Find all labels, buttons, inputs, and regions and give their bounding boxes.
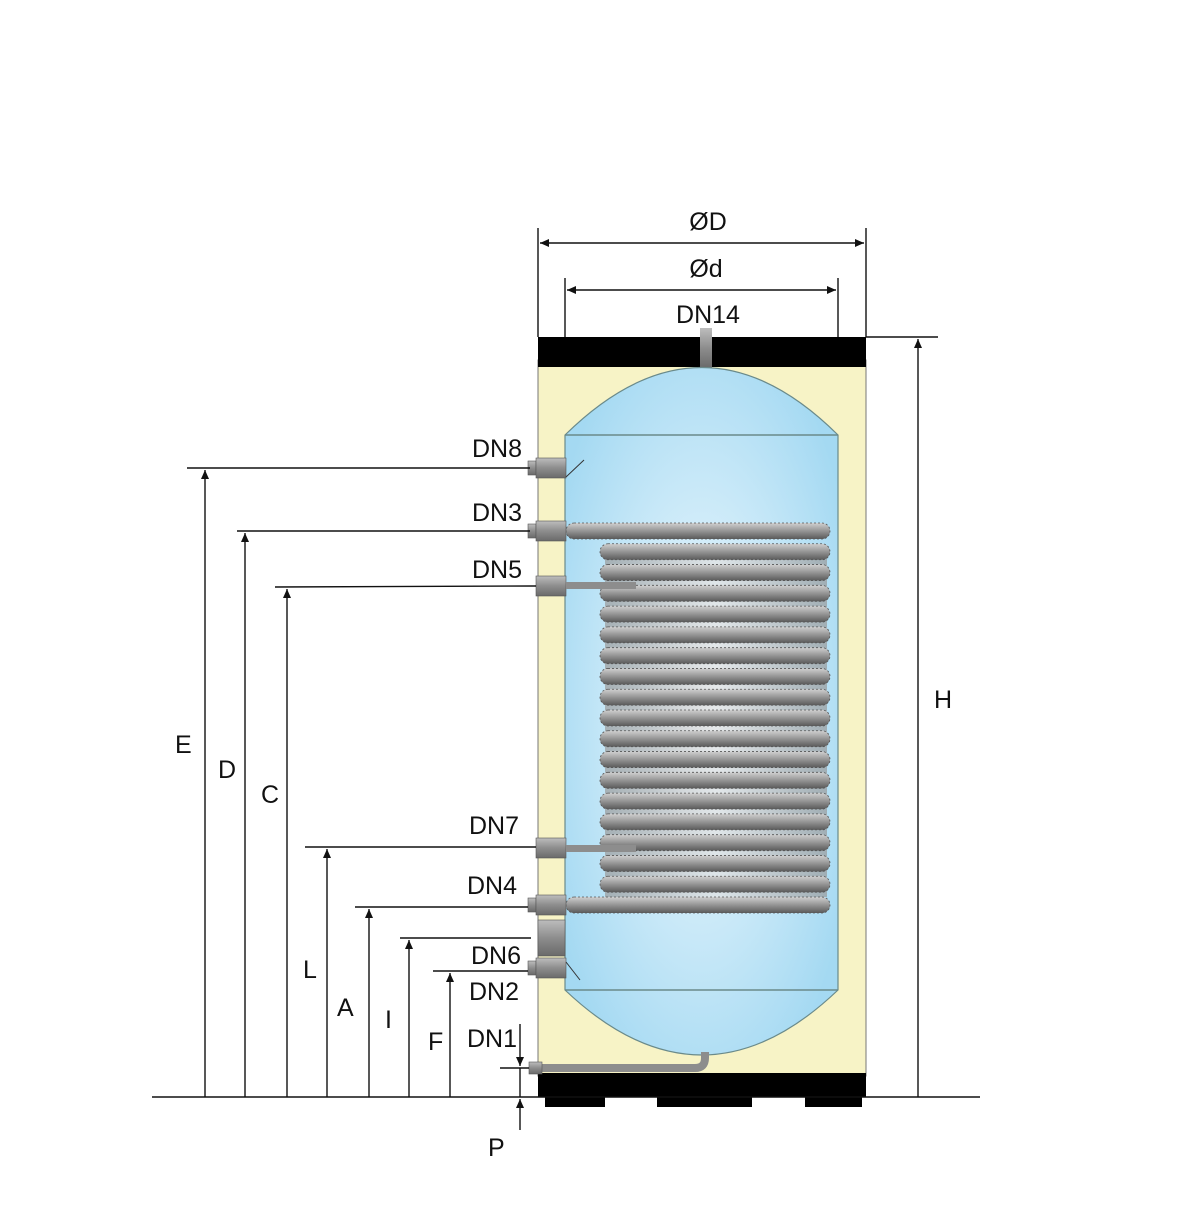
coil-turn — [599, 771, 831, 789]
l-label: L — [303, 956, 317, 984]
coil-turn — [599, 584, 831, 602]
coil-turn — [565, 896, 831, 914]
fitting-dn1 — [528, 1061, 543, 1075]
e-label: E — [175, 731, 192, 759]
coil-turn — [599, 875, 831, 893]
inner-diameter-dimension: Ød — [564, 255, 839, 337]
dn8-label: DN8 — [472, 435, 522, 463]
dn7-label: DN7 — [469, 812, 519, 840]
coil-turn — [599, 688, 831, 706]
dn6-label: DN6 — [471, 942, 521, 970]
coil-turn — [599, 543, 831, 561]
coil-turn — [599, 668, 831, 685]
a-label: A — [337, 994, 354, 1022]
coil-turn — [599, 647, 831, 665]
fitting-dn8 — [527, 457, 585, 479]
coil-turn — [599, 751, 831, 768]
height-i-dimension: I — [385, 937, 531, 1097]
coil-turn — [599, 626, 831, 644]
f-label: F — [428, 1028, 443, 1056]
height-a-dimension: A — [337, 906, 528, 1097]
height-d-dimension: D — [218, 530, 530, 1097]
height-e-dimension: E — [175, 467, 530, 1097]
fitting-dn3 — [527, 520, 567, 542]
height-l-dimension: L — [303, 846, 536, 1097]
fitting-dn7 — [535, 837, 636, 859]
coil-turn — [599, 564, 831, 581]
dn1-label: DN1 — [467, 1025, 517, 1053]
dn14-stub — [700, 328, 712, 368]
dn14-label: DN14 — [676, 301, 740, 329]
foot-middle — [657, 1095, 752, 1107]
outer-diameter-label: ØD — [689, 208, 727, 236]
coil-turn — [599, 855, 831, 872]
coil-turn — [599, 813, 831, 831]
base-plate — [538, 1073, 866, 1097]
i-label: I — [385, 1006, 392, 1034]
foot-left — [545, 1095, 605, 1107]
outer-diameter-dimension: ØD — [537, 208, 867, 337]
height-p-dimension: P — [488, 1024, 529, 1162]
height-h-dimension: H — [866, 336, 952, 1097]
c-label: C — [261, 781, 279, 809]
fitting-dn4 — [527, 894, 567, 916]
dn5-label: DN5 — [472, 556, 522, 584]
dn2-label: DN2 — [469, 978, 519, 1006]
coil-turn — [599, 834, 831, 852]
dn3-label: DN3 — [472, 499, 522, 527]
coil-turn — [599, 730, 831, 748]
fitting-dn5 — [535, 575, 636, 597]
coil-turn — [565, 522, 831, 540]
height-c-dimension: C — [261, 585, 537, 1097]
h-label: H — [934, 686, 952, 714]
dn4-label: DN4 — [467, 872, 517, 900]
heat-exchanger-coil — [565, 522, 831, 914]
fitting-dn2 — [527, 957, 581, 981]
d-label: D — [218, 756, 236, 784]
height-f-dimension: F — [428, 970, 528, 1097]
drain-pipe-dn1 — [540, 1052, 709, 1072]
foot-right — [805, 1095, 862, 1107]
fitting-dn6 — [537, 919, 566, 957]
inner-diameter-label: Ød — [689, 255, 722, 283]
coil-turn — [599, 709, 831, 727]
coil-turn — [599, 792, 831, 810]
coil-turn — [599, 605, 831, 623]
p-label: P — [488, 1134, 505, 1162]
